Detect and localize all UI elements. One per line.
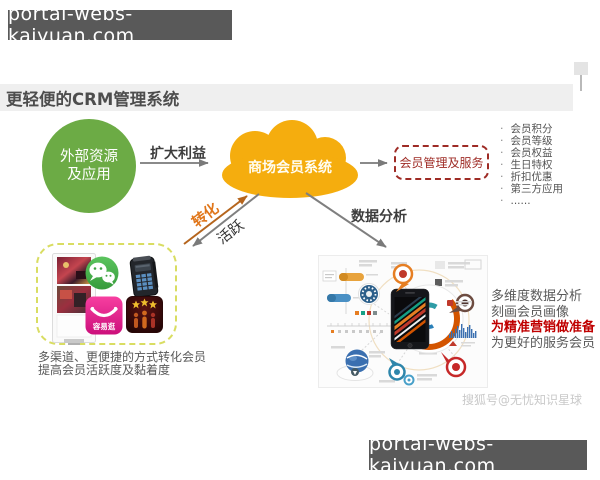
- bullet-icon: ·: [500, 134, 504, 147]
- bullet-icon: ·: [500, 158, 504, 171]
- list-item-label: 第三方应用: [510, 183, 564, 195]
- analysis-line3-highlight: 为精准营销做准备: [491, 320, 596, 335]
- node-member-service: 会员管理及服务: [394, 145, 489, 180]
- wechat-icon: [85, 256, 119, 290]
- watermark-top: portal-webs-kaiyuan.com: [8, 3, 232, 47]
- channels-caption-line1: 多渠道、更便捷的方式转化会员: [38, 350, 207, 364]
- analysis-line4: 为更好的服务会员: [491, 335, 596, 351]
- external-label-line2: 及应用: [67, 167, 111, 183]
- singer-figures: [133, 310, 156, 329]
- mini-bar-chart: [449, 324, 477, 338]
- list-item: · 生日特权: [500, 158, 563, 172]
- ktv-app-icon: [126, 296, 163, 333]
- list-item-label: 会员等级: [510, 135, 553, 147]
- list-item: ·......: [500, 194, 563, 208]
- node-cloud-label: 商场会员系统: [248, 160, 332, 176]
- list-item-label: 会员权益: [510, 147, 553, 159]
- list-item: · 折扣优惠: [500, 170, 563, 184]
- bullet-icon: ·: [500, 194, 504, 207]
- list-item: · 会员权益: [500, 146, 563, 160]
- smartphone: [390, 288, 430, 350]
- bullet-icon: ·: [500, 146, 504, 159]
- member-service-label: 会员管理及服务: [399, 156, 484, 170]
- water-drop-markers: [388, 358, 415, 386]
- list-item-label: 折扣优惠: [510, 171, 553, 183]
- analysis-line1: 多维度数据分析: [491, 289, 583, 304]
- credit-watermark: 搜狐号@无忧知识星球: [462, 393, 583, 407]
- expand-arrow-label: 扩大利益: [150, 146, 206, 162]
- kiosk-icon: [52, 253, 96, 345]
- external-label-line1: 外部资源: [60, 149, 118, 165]
- infographic-illustration: [322, 259, 482, 386]
- analysis-summary: 多维度数据分析 刻画会员画像 为精准营销做准备 为更好的服务会员: [491, 289, 595, 351]
- watermark-bottom: portal-webs-kaiyuan.com: [369, 433, 587, 477]
- shopping-app-icon: 容易逛: [85, 296, 123, 335]
- page-title: 更轻便的CRM管理系统: [6, 89, 180, 109]
- list-item: · 第三方应用: [500, 182, 564, 196]
- globe-cloud: [336, 349, 374, 381]
- mini-icons-row: [355, 311, 377, 315]
- dial-chart: [358, 283, 380, 305]
- service-item-list: · 会员积分 · 会员等级 · 会员权益 · 生日特权 · 折扣优惠 · 第三方应用 ·..…: [500, 122, 564, 208]
- header-bar: 更轻便的CRM管理系统: [0, 84, 573, 111]
- scrollbar-track: [580, 75, 582, 91]
- list-item-label: ......: [510, 195, 531, 207]
- legend-pills: [322, 270, 364, 302]
- channels-caption-line2: 提高会员活跃度及黏着度: [38, 362, 171, 377]
- bullet-icon: ·: [500, 182, 504, 195]
- bullet-icon: ·: [500, 122, 504, 135]
- analytics-infographic: [318, 255, 488, 388]
- list-item-label: 会员积分: [510, 123, 553, 135]
- node-external-resources: 外部资源 及应用: [42, 119, 136, 213]
- channels-box: [36, 243, 177, 345]
- channels-caption: 多渠道、更便捷的方式转化会员 提高会员活跃度及黏着度: [38, 351, 206, 377]
- map-pin-bottom-right: [441, 352, 467, 378]
- list-item: · 会员等级: [500, 134, 563, 148]
- list-item: · 会员积分: [500, 122, 563, 136]
- scrollbar-thumb[interactable]: [574, 62, 588, 75]
- analysis-line2: 刻画会员画像: [491, 304, 570, 320]
- analysis-arrow-label: 数据分析: [351, 209, 407, 225]
- stars-decoration: [132, 298, 157, 309]
- list-item-label: 生日特权: [510, 159, 553, 171]
- map-pin-top: [392, 263, 414, 292]
- pos-terminal-icon: [129, 255, 159, 298]
- shopping-app-label: 容易逛: [92, 321, 116, 331]
- bullet-icon: ·: [500, 170, 504, 183]
